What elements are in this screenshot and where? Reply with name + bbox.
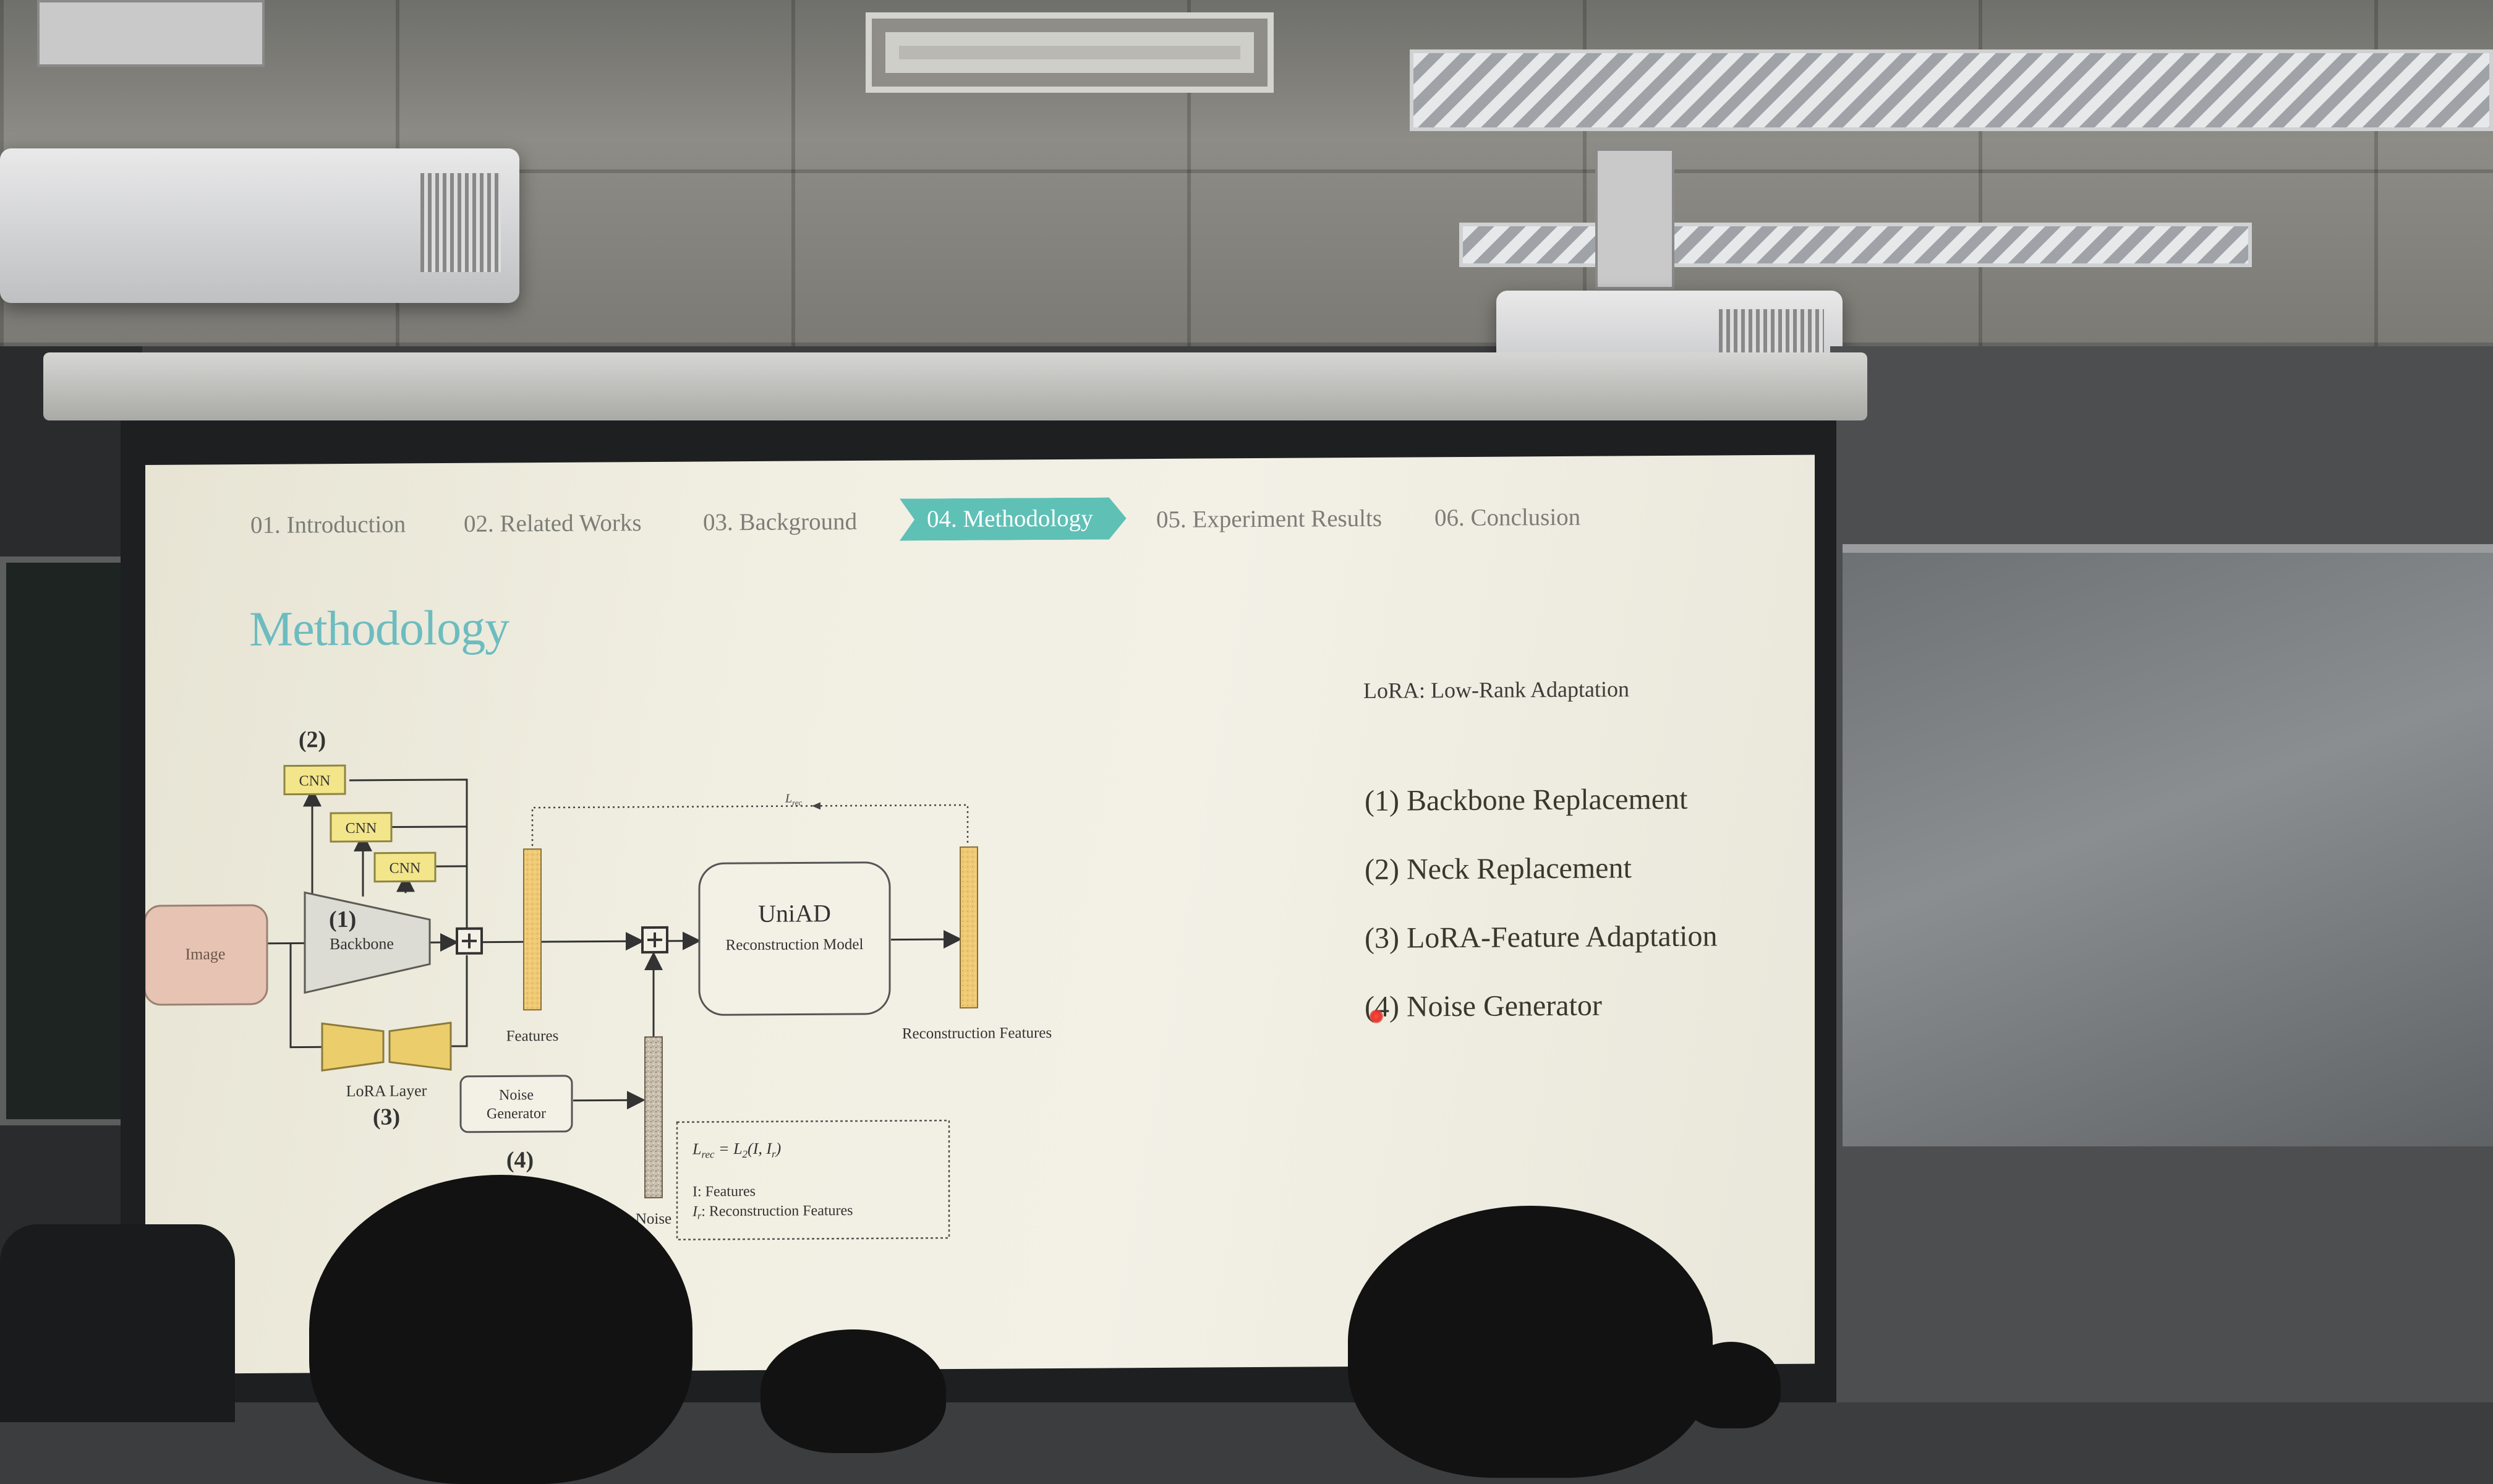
- legend-features: I: Features: [692, 1183, 756, 1200]
- noise-bar: [645, 1037, 662, 1198]
- ceiling-light-panel: [1410, 49, 2493, 131]
- loss-legend-box: [677, 1120, 949, 1240]
- audience-head-left: [309, 1175, 692, 1484]
- features-bar: [524, 849, 541, 1010]
- projector-left: [0, 148, 519, 303]
- lora-layer-up: [390, 1023, 451, 1070]
- loss-equation: Lrec = L2(I, Ir): [692, 1140, 781, 1161]
- lrec-arrowhead: [812, 802, 820, 809]
- audience-head-right: [1348, 1206, 1713, 1478]
- reconstruction-model-label: Reconstruction Model: [726, 936, 864, 953]
- cnn-label-2: CNN: [346, 821, 377, 837]
- edge-features-plus2: [541, 941, 642, 942]
- edge-lrec-loop: [532, 805, 968, 846]
- chair-back: [0, 1224, 235, 1422]
- features-label: Features: [506, 1028, 559, 1045]
- screen-housing: [43, 352, 1867, 420]
- cnn-label-3: CNN: [390, 860, 421, 876]
- projector-mount-right: [1595, 148, 1674, 289]
- reconstruction-features-bar: [960, 847, 978, 1008]
- lora-layer-label: LoRA Layer: [346, 1081, 427, 1100]
- ceiling: [0, 0, 2493, 346]
- projector-mount: [37, 0, 265, 67]
- noise-generator-box: [461, 1076, 572, 1132]
- legend-reconstruction-features: Ir: Reconstruction Features: [692, 1203, 853, 1222]
- right-whiteboard: [1843, 544, 2493, 1146]
- uniad-label: UniAD: [758, 899, 831, 927]
- audience-head-center: [761, 1329, 946, 1453]
- projector-grill: [420, 173, 501, 272]
- ceiling-vent: [866, 12, 1274, 93]
- audience-head-far-right: [1682, 1342, 1781, 1428]
- lora-number-label: (3): [373, 1104, 400, 1130]
- neck-number-label: (2): [299, 727, 326, 753]
- noise-generator-label-2: Generator: [487, 1106, 546, 1122]
- ceiling-light-panel-2: [1459, 223, 2252, 267]
- backbone-number-label: (1): [329, 906, 356, 932]
- edge-uniad-recon: [891, 939, 960, 940]
- cnn-label-1: CNN: [299, 773, 331, 789]
- noise-number-label: (4): [506, 1147, 534, 1173]
- lora-layer-down: [322, 1023, 383, 1071]
- lrec-top-label: Lrec: [785, 792, 802, 808]
- backbone-label: Backbone: [330, 935, 394, 953]
- noise-generator-label-1: Noise: [499, 1087, 534, 1103]
- edge-noisegen-noise: [573, 1100, 644, 1101]
- image-label: Image: [185, 945, 226, 963]
- left-blackboard: [0, 556, 130, 1125]
- reconstruction-features-label: Reconstruction Features: [902, 1025, 1052, 1042]
